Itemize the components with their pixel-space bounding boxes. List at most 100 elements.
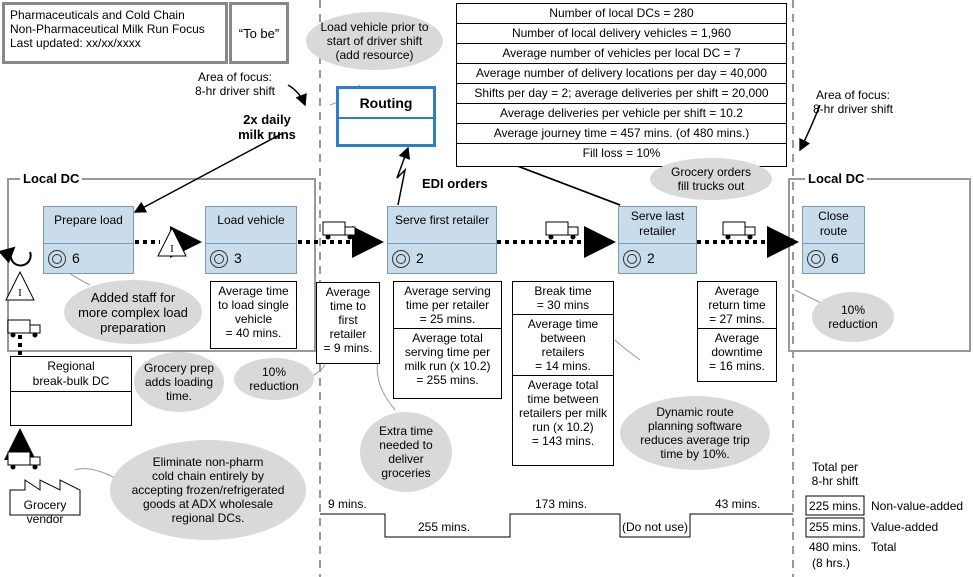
bubble-line: reduces average trip <box>640 433 750 447</box>
bubble-line: Grocery orders <box>670 165 752 179</box>
routing-box: Routing <box>336 86 436 147</box>
area-focus-right-1: Area of focus: <box>815 88 891 102</box>
data-line: = 16 mins. <box>709 359 765 373</box>
data-box-load: Average time to load single vehicle = 40… <box>210 281 297 349</box>
regional-title: Regional break-bulk DC <box>11 357 131 392</box>
data-line: = 255 mins. <box>416 373 479 387</box>
title-box: Pharmaceuticals and Cold Chain Non-Pharm… <box>2 2 228 64</box>
stat-row: Average deliveries per vehicle per shift… <box>457 104 786 124</box>
process-title-2: route <box>819 224 848 238</box>
svg-text:I: I <box>18 287 22 299</box>
local-dc-right: Local DC <box>805 171 868 186</box>
data-cell: Average total serving time per milk run … <box>394 329 501 389</box>
data-line: downtime <box>711 345 763 359</box>
nva-label: Non-value-added <box>871 499 964 513</box>
data-line: = 14 mins. <box>535 359 591 373</box>
process-serve-first-retailer: Serve first retailer 2 <box>387 206 497 274</box>
process-title: Close route <box>803 209 864 239</box>
data-line: = 143 mins. <box>531 434 595 448</box>
total-label: Total <box>871 540 897 554</box>
operator-icon <box>392 250 410 269</box>
process-title-1: Serve last <box>630 209 685 223</box>
stats-table: Number of local DCs = 280 Number of loca… <box>456 3 787 167</box>
area-focus-right-2: 8-hr driver shift <box>812 102 894 116</box>
stat-row: Number of local delivery vehicles = 1,96… <box>457 24 786 44</box>
vendor-label: Grocery vendor <box>10 498 80 526</box>
process-title: Serve first retailer <box>394 213 490 227</box>
data-line: Average <box>714 331 760 345</box>
bubble-line: Grocery prep <box>143 361 215 375</box>
data-line: = 9 mins. <box>323 341 373 355</box>
stat-row: Average number of vehicles per local DC … <box>457 44 786 64</box>
bubble-line: Eliminate non-pharm <box>152 455 264 469</box>
total-hours: (8 hrs.) <box>812 556 851 570</box>
data-line: = 27 mins. <box>709 312 765 326</box>
data-line: = 25 mins. <box>419 312 476 326</box>
data-line: first <box>338 313 358 327</box>
stat-row: Shifts per day = 2; average deliveries p… <box>457 84 786 104</box>
process-load-vehicle: Load vehicle 3 <box>205 206 297 274</box>
process-serve-last-retailer: Serve last retailer 2 <box>618 206 697 274</box>
data-line: run (x 10.2) <box>532 420 594 434</box>
data-line: vehicle <box>234 312 273 326</box>
process-title: Prepare load <box>54 213 123 227</box>
stat-row: Fill loss = 10% <box>582 146 661 160</box>
data-line: time to <box>329 299 366 313</box>
process-title-1: Close <box>818 209 849 223</box>
area-focus-left-2: 8-hr driver shift <box>194 84 276 98</box>
area-focus-left-1: Area of focus: <box>197 70 273 84</box>
data-line: time between <box>527 392 599 406</box>
data-box-return: Average return time = 27 mins. Average d… <box>697 281 777 382</box>
total-title-1: Total per <box>811 460 859 474</box>
area-focus-left: Area of focus: 8-hr driver shift <box>180 70 290 98</box>
data-line: Average total <box>412 331 483 345</box>
total-title-2: 8-hr shift <box>811 474 859 488</box>
operator-icon <box>623 250 641 269</box>
data-line: Average time <box>527 317 599 331</box>
edi-label: EDI orders <box>422 176 488 191</box>
data-line: between <box>540 331 586 345</box>
operator-value: 6 <box>831 250 839 266</box>
operator-value: 2 <box>647 250 655 266</box>
bubble-line: planning software <box>647 419 743 433</box>
timeline-t1: 9 mins. <box>328 497 367 511</box>
state-box: “To be” <box>229 2 289 64</box>
data-line: return time <box>708 298 766 312</box>
va-value: 255 mins. <box>809 520 862 534</box>
operator-value: 2 <box>416 250 424 266</box>
data-cell: Average downtime = 16 mins. <box>698 329 776 375</box>
data-line: serving time per <box>404 345 491 359</box>
operator-icon <box>48 250 66 269</box>
bubble-line: Added staff for <box>90 289 176 305</box>
bubble-line: Load vehicle prior to <box>320 20 429 34</box>
bubble-line: adds loading <box>144 375 214 389</box>
timeline-t4: (Do not use) <box>622 520 689 534</box>
title-line-2: Non-Pharmaceutical Milk Run Focus <box>10 22 205 36</box>
data-cell: Average total time between retailers per… <box>513 376 613 450</box>
bubble-reduction-b: 10%reduction <box>812 292 894 342</box>
stat-row: Average journey time = 457 mins. (of 480… <box>457 124 786 144</box>
data-cell: Break time = 30 mins <box>513 282 613 315</box>
data-line: time per retailer <box>405 298 490 312</box>
data-line: Average <box>325 285 371 299</box>
bubble-line: regional DCs. <box>171 511 245 525</box>
bubble-line: Extra time <box>378 424 433 438</box>
process-title: Serve last retailer <box>619 209 696 239</box>
data-line: Break time <box>534 284 592 298</box>
nva-value: 225 mins. <box>809 499 862 513</box>
operator-count: 2 <box>388 243 496 269</box>
milk-runs-1: 2x daily <box>243 112 291 127</box>
data-box-serve: Average serving time per retailer = 25 m… <box>393 281 502 399</box>
regional-line-1: Regional <box>47 359 95 373</box>
bubble-line: reduction <box>828 317 878 331</box>
bubble-line: more complex load <box>78 304 188 320</box>
bubble-line: 10% <box>840 303 866 317</box>
data-cell: Average return time = 27 mins. <box>698 282 776 329</box>
data-cell: Average serving time per retailer = 25 m… <box>394 282 501 329</box>
